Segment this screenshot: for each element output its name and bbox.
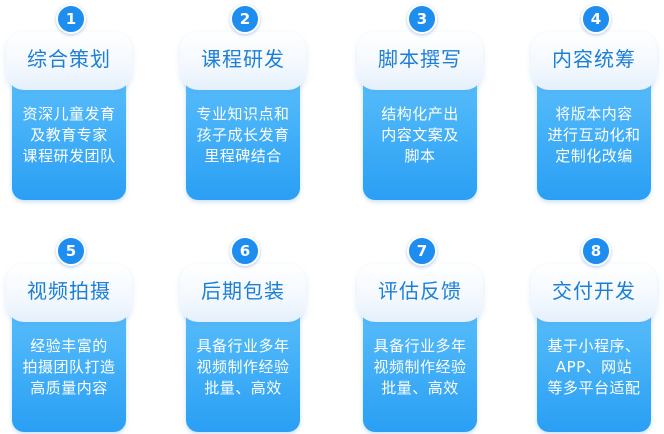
step-card-header <box>531 264 657 322</box>
step-description-line: 及教育专家 <box>30 126 108 144</box>
step-description-line: 具备行业多年 <box>196 337 290 355</box>
step-title: 交付开发 <box>552 279 636 303</box>
step-title: 评估反馈 <box>378 279 462 303</box>
step-card-header <box>357 264 483 322</box>
step-card-3: 脚本撰写 3 结构化产出 内容文案及 脚本 <box>357 4 483 202</box>
step-description-line: 高质量内容 <box>30 379 108 397</box>
step-card-1: 综合策划 1 资深儿童发育 及教育专家 课程研发团队 <box>6 4 132 202</box>
step-number-badge: 1 <box>56 4 86 34</box>
step-description-line: 结构化产出 <box>381 105 459 123</box>
step-description-line: 将版本内容 <box>555 105 633 123</box>
step-card-4: 内容统筹 4 将版本内容 进行互动化和 定制化改编 <box>531 4 657 202</box>
step-number-badge: 7 <box>407 236 437 266</box>
step-title: 内容统筹 <box>552 47 636 71</box>
step-number-badge: 4 <box>581 4 611 34</box>
step-description-line: 经验丰富的 <box>30 337 108 355</box>
step-description: 经验丰富的 拍摄团队打造 高质量内容 <box>12 336 126 399</box>
step-description-line: 批量、高效 <box>204 379 282 397</box>
step-title: 视频拍摄 <box>27 279 111 303</box>
step-card-5: 视频拍摄 5 经验丰富的 拍摄团队打造 高质量内容 <box>6 236 132 434</box>
step-card-header <box>6 32 132 90</box>
step-description: 结构化产出 内容文案及 脚本 <box>363 104 477 167</box>
step-description-line: 进行互动化和 <box>547 126 641 144</box>
step-description-line: 资深儿童发育 <box>22 105 116 123</box>
step-description-line: 等多平台适配 <box>547 379 641 397</box>
step-card-header <box>6 264 132 322</box>
step-number-badge: 6 <box>230 236 260 266</box>
step-description-line: 拍摄团队打造 <box>22 358 116 376</box>
step-description-line: APP、网站 <box>555 358 633 376</box>
step-description: 具备行业多年 视频制作经验 批量、高效 <box>363 336 477 399</box>
step-title: 课程研发 <box>201 47 285 71</box>
step-card-8: 交付开发 8 基于小程序、 APP、网站 等多平台适配 <box>531 236 657 434</box>
step-description-line: 批量、高效 <box>381 379 459 397</box>
step-card-header <box>180 32 306 90</box>
step-description: 将版本内容 进行互动化和 定制化改编 <box>537 104 651 167</box>
step-title: 脚本撰写 <box>378 47 462 71</box>
step-description-line: 内容文案及 <box>381 126 459 144</box>
step-number-badge: 8 <box>581 236 611 266</box>
step-description-line: 课程研发团队 <box>22 147 116 165</box>
step-description-line: 定制化改编 <box>555 147 633 165</box>
step-number-badge: 3 <box>407 4 437 34</box>
step-card-header <box>357 32 483 90</box>
step-description-line: 里程碑结合 <box>204 147 282 165</box>
step-description: 基于小程序、 APP、网站 等多平台适配 <box>537 336 651 399</box>
step-card-6: 后期包装 6 具备行业多年 视频制作经验 批量、高效 <box>180 236 306 434</box>
step-description-line: 专业知识点和 <box>196 105 290 123</box>
step-description-line: 孩子成长发育 <box>196 126 290 144</box>
step-description: 专业知识点和 孩子成长发育 里程碑结合 <box>186 104 300 167</box>
step-card-header <box>531 32 657 90</box>
step-description-line: 视频制作经验 <box>196 358 290 376</box>
step-title: 后期包装 <box>201 279 285 303</box>
step-card-7: 评估反馈 7 具备行业多年 视频制作经验 批量、高效 <box>357 236 483 434</box>
step-description-line: 具备行业多年 <box>373 337 467 355</box>
step-card-2: 课程研发 2 专业知识点和 孩子成长发育 里程碑结合 <box>180 4 306 202</box>
step-description: 资深儿童发育 及教育专家 课程研发团队 <box>12 104 126 167</box>
step-description-line: 视频制作经验 <box>373 358 467 376</box>
step-description: 具备行业多年 视频制作经验 批量、高效 <box>186 336 300 399</box>
step-number-badge: 2 <box>230 4 260 34</box>
step-number-badge: 5 <box>56 236 86 266</box>
step-title: 综合策划 <box>27 47 111 71</box>
step-card-header <box>180 264 306 322</box>
step-description-line: 脚本 <box>404 147 436 165</box>
step-description-line: 基于小程序、 <box>547 337 641 355</box>
